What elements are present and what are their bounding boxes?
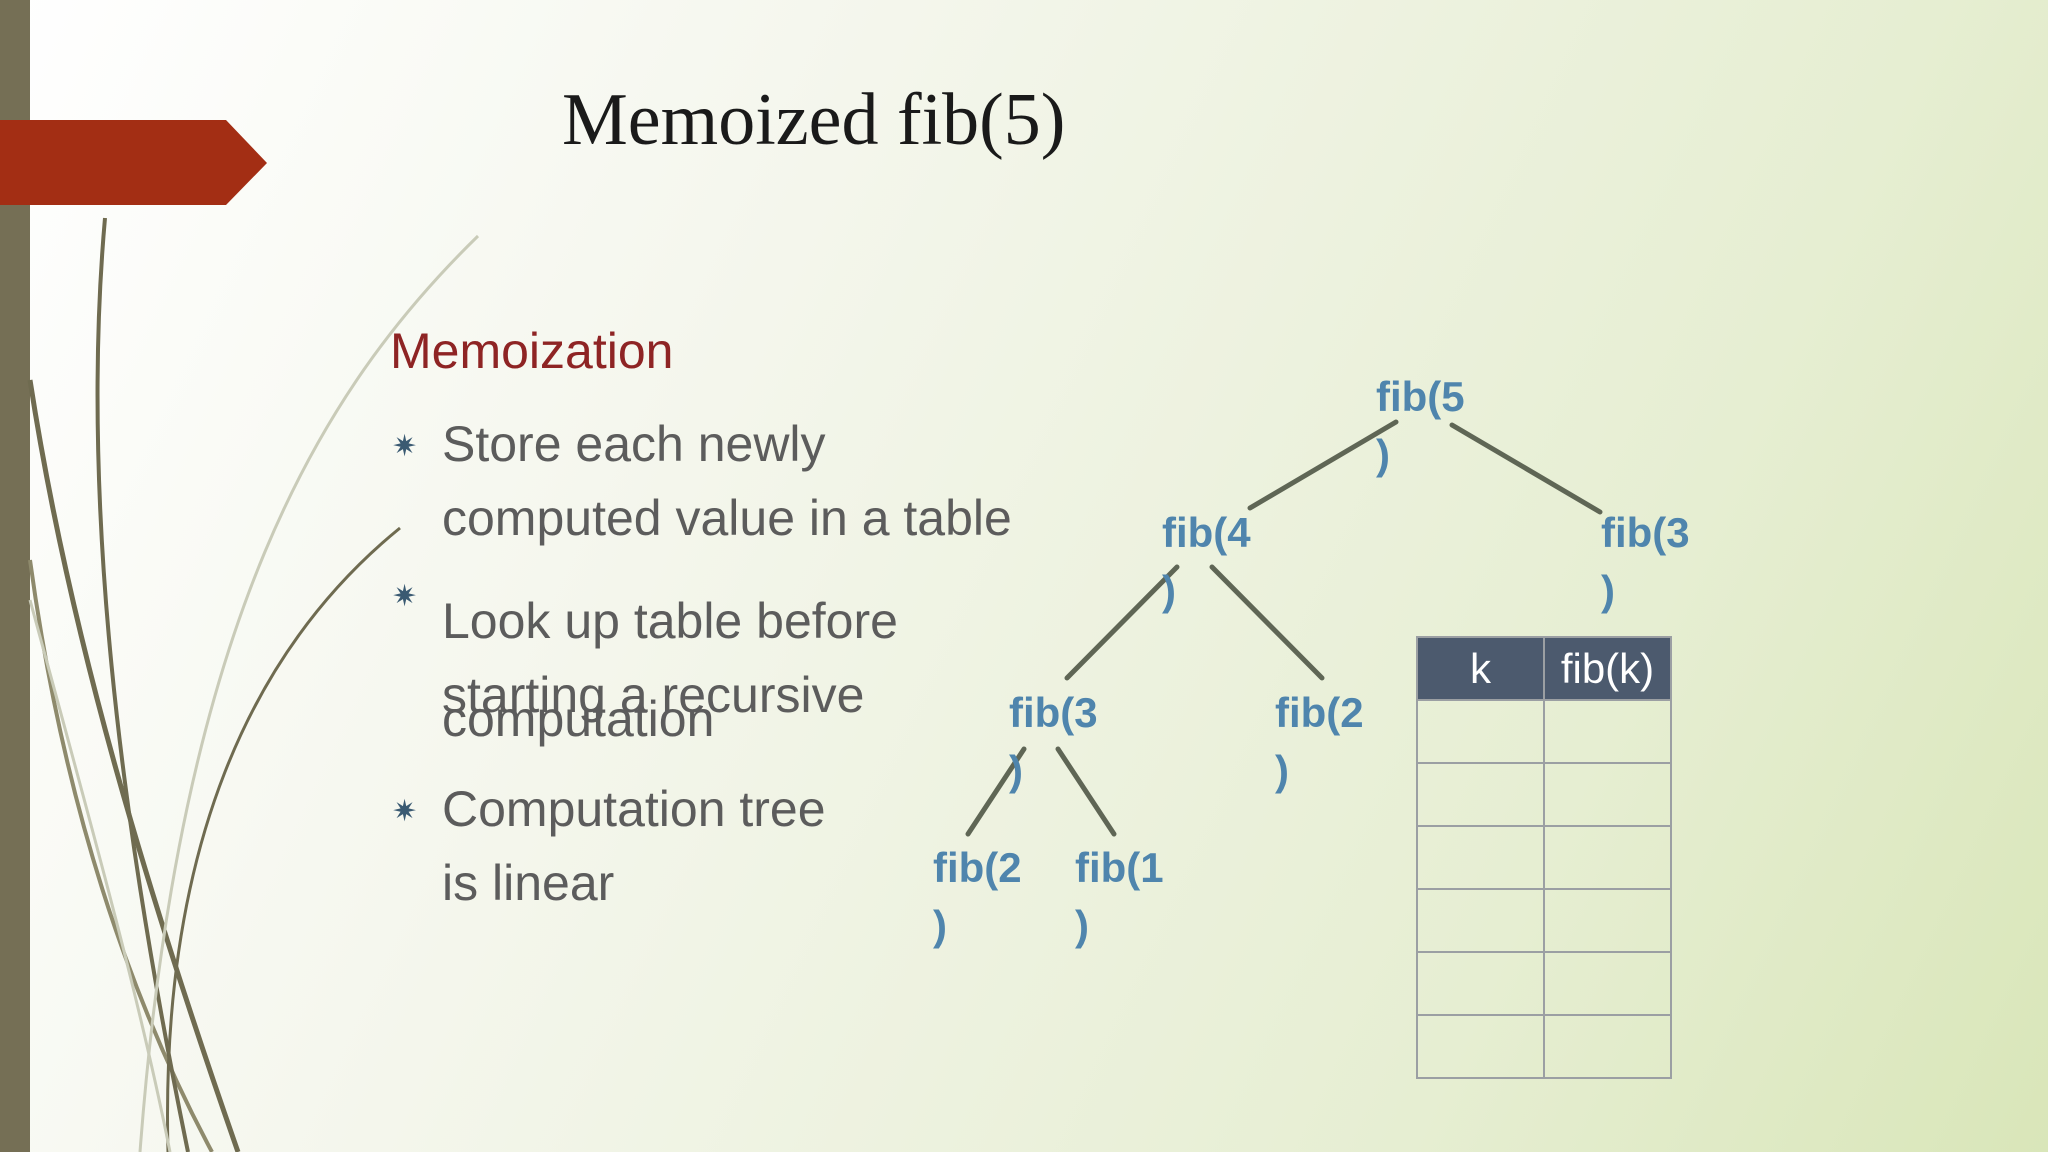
tree-node-label: ) [1009,747,1023,794]
bullet-text-line: Store each newly [442,416,826,472]
bullet-text-line: Look up table before [442,593,898,649]
tree-node-label: fib(5 [1376,373,1465,420]
tree-edge [1449,422,1603,515]
decorative-curve [166,526,401,1152]
table-row [1416,825,1672,890]
table-cell [1416,699,1545,764]
bullet-text-line: Computation tree [442,781,826,837]
tree-node-label: ) [1162,567,1176,614]
table-row [1416,951,1672,1016]
tree-node-fib2-right: fib(2 ) [1275,684,1364,800]
table-cell [1543,699,1672,764]
table-cell [1416,762,1545,827]
tree-node-label: fib(2 [933,844,1022,891]
tree-node-label: fib(2 [1275,689,1364,736]
tree-node-label: ) [1275,747,1289,794]
decorative-curve [95,217,190,1152]
tree-node-fib3-right: fib(3 ) [1601,504,1690,620]
table-cell [1543,951,1672,1016]
table-cell [1416,1014,1545,1079]
tree-node-fib4: fib(4 ) [1162,504,1251,620]
tree-node-fib1: fib(1 ) [1075,839,1164,955]
table-header-row: k fib(k) [1416,636,1672,701]
tree-edge [1055,746,1117,837]
bullet-text-line: computation [442,691,715,747]
bullet-star-icon: ✷ [392,430,418,463]
table-row [1416,762,1672,827]
tree-node-label: fib(3 [1009,689,1098,736]
decorative-curve [28,559,214,1152]
decorative-curve [138,234,480,1152]
table-row [1416,699,1672,764]
table-row [1416,1014,1672,1079]
section-heading: Memoization [390,323,674,379]
tree-node-fib5: fib(5 ) [1376,368,1465,484]
tree-node-label: fib(3 [1601,509,1690,556]
tree-node-label: ) [933,902,947,949]
decorative-curve [27,379,241,1152]
table-header-fibk: fib(k) [1543,636,1672,701]
table-cell [1543,1014,1672,1079]
bullet-star-icon: ✷ [392,795,418,828]
table-cell [1416,888,1545,953]
table-cell [1543,762,1672,827]
memo-table: k fib(k) [1416,636,1672,1079]
tree-node-label: ) [1075,902,1089,949]
bullet-text-line: starting a recursive [442,667,865,723]
tree-edge [1209,564,1325,681]
tree-node-label: ) [1376,431,1390,478]
table-cell [1416,825,1545,890]
table-cell [1416,951,1545,1016]
slide-title: Memoized fib(5) [562,79,1066,161]
tree-edge [1247,419,1399,511]
bullet-text-line: computed value in a table [442,490,1012,546]
table-row [1416,888,1672,953]
decorative-curve [28,599,172,1152]
tree-node-label: fib(1 [1075,844,1164,891]
bullet-star-icon: ✷ [392,580,418,613]
table-cell [1543,888,1672,953]
tree-node-label: fib(4 [1162,509,1251,556]
tree-edges [965,419,1603,837]
tree-node-label: ) [1601,567,1615,614]
tree-edge [1064,564,1180,681]
tree-node-fib2-left: fib(2 ) [933,839,1022,955]
tree-edge [965,746,1027,837]
table-header-k: k [1416,636,1545,701]
tree-node-fib3-left: fib(3 ) [1009,684,1098,800]
bullet-text-line: is linear [442,855,615,911]
table-cell [1543,825,1672,890]
accent-arrow-shape [0,120,267,205]
